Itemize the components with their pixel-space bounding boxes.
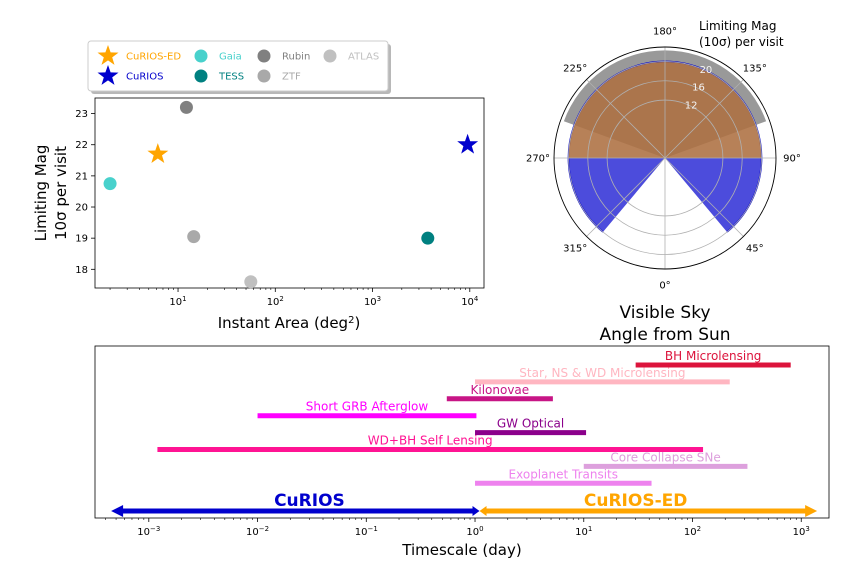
scatter-x-ticks: 101 102 103 104 <box>109 288 479 308</box>
polar-radial-title-line1: Limiting Mag <box>699 19 776 33</box>
scatter-points <box>103 100 479 289</box>
legend-gaia-label: Gaia <box>219 52 242 63</box>
polar-angle-label: 135° <box>743 64 767 75</box>
legend-curios-marker <box>97 65 119 85</box>
polar-grid-spoke <box>664 157 744 237</box>
polar-angle-label: 90° <box>783 154 801 165</box>
polar-angle-labels: 0° 45° 90° 135° 180° 225° 270° 315° <box>526 27 801 292</box>
point-rubin <box>179 100 193 114</box>
scatter-y-tick-label: 21 <box>75 171 88 182</box>
scatter-panel: 101 102 103 104 18 19 20 21 22 23 Instant Area (… <box>32 40 485 332</box>
scatter-x-tick-label: 103 <box>364 295 381 308</box>
timeline-x-ticks: 10−3 10−2 10−1 100 101 102 103 <box>105 518 810 538</box>
scatter-x-tick-label: 104 <box>461 295 479 308</box>
timeline-x-tick-label: 102 <box>684 525 701 538</box>
timeline-ranges: CuRIOS CuRIOS-ED <box>111 491 818 517</box>
scatter-frame <box>94 97 485 289</box>
legend-curios-label: CuRIOS <box>126 72 163 83</box>
timeline-range-curios-ed-arrow-right <box>805 505 818 517</box>
timeline-range-curios-label: CuRIOS <box>274 491 345 511</box>
scatter-y-label-line1: Limiting Mag <box>32 145 50 242</box>
point-curios-ed <box>147 143 169 163</box>
timeline-x-tick-label: 10−2 <box>246 525 269 538</box>
scatter-y-tick-label: 22 <box>75 140 88 151</box>
timeline-range-curios-arrow-left <box>111 505 124 517</box>
scatter-x-label: Instant Area (deg2) <box>218 314 361 332</box>
polar-radial-labels: 12 16 20 <box>685 65 713 112</box>
legend-gaia-marker <box>194 49 208 63</box>
polar-angle-label: 180° <box>653 27 677 38</box>
polar-panel: 12 16 20 0° 45° 90° 135° 180° 225° 270° 315° Limi… <box>526 19 801 345</box>
timeline-frame <box>94 345 830 519</box>
point-tess <box>421 231 435 245</box>
timeline-x-tick-label: 101 <box>575 525 592 538</box>
polar-title-line2: Angle from Sun <box>599 325 730 345</box>
timeline-bar-gw-optical-label: GW Optical <box>497 417 564 431</box>
polar-angle-label: 315° <box>563 243 587 254</box>
polar-title-line1: Visible Sky <box>619 303 710 323</box>
polar-grid-spoke <box>664 79 744 159</box>
point-ztf <box>187 230 201 244</box>
legend-ztf-label: ZTF <box>282 72 301 83</box>
legend-curios-ed-marker <box>97 45 119 65</box>
scatter-y-tick-label: 20 <box>75 203 88 214</box>
scatter-y-label-line2: 10σ per visit <box>52 146 70 240</box>
timeline-range-curios-ed-arrow-left <box>479 506 487 516</box>
scatter-y-ticks: 18 19 20 21 22 23 <box>75 109 95 276</box>
timeline-bar-core-collapse-sne-label: Core Collapse SNe <box>610 450 720 464</box>
scatter-x-tick-label: 102 <box>267 295 284 308</box>
point-atlas <box>244 275 258 289</box>
timeline-bar-wd-bh-self-lensing-label: WD+BH Self Lensing <box>368 434 493 448</box>
timeline-bar-star-ns-wd-microlensing-label: Star, NS & WD Microlensing <box>519 366 685 380</box>
polar-angle-label: 225° <box>563 64 587 75</box>
legend-atlas-label: ATLAS <box>348 52 379 63</box>
timeline-bar-kilonovae-label: Kilonovae <box>471 383 530 397</box>
legend-rubin-marker <box>257 49 271 63</box>
timeline-range-curios-arrow-right <box>472 506 480 516</box>
polar-radial-tick-label: 20 <box>700 65 713 76</box>
point-curios <box>457 133 479 154</box>
point-gaia <box>103 177 117 191</box>
scatter-y-tick-label: 23 <box>75 109 88 120</box>
legend-atlas-marker <box>323 49 337 63</box>
scatter-y-tick-label: 19 <box>75 234 88 245</box>
timeline-range-curios-ed-label: CuRIOS-ED <box>584 491 687 511</box>
polar-angle-label: 45° <box>746 243 764 254</box>
legend-ztf-marker <box>257 69 271 83</box>
scatter-x-tick-label: 101 <box>169 295 186 308</box>
polar-angle-label: 270° <box>526 154 550 165</box>
polar-radial-title-line2: (10σ) per visit <box>699 35 784 49</box>
timeline-x-label: Timescale (day) <box>401 541 521 559</box>
legend-curios-ed-label: CuRIOS-ED <box>126 52 181 63</box>
timeline-x-tick-label: 10−1 <box>355 525 378 538</box>
polar-grid-spoke <box>586 79 666 159</box>
timeline-bar-exoplanet-transits-label: Exoplanet Transits <box>509 467 618 481</box>
polar-angle-label: 0° <box>659 281 670 292</box>
timeline-bar-bh-microlensing-label: BH Microlensing <box>665 349 762 363</box>
polar-grid <box>553 46 777 270</box>
timeline-x-tick-label: 100 <box>466 525 483 538</box>
timeline-x-tick-label: 10−3 <box>137 525 160 538</box>
legend-rubin-label: Rubin <box>282 52 310 63</box>
timeline-x-tick-label: 103 <box>793 525 810 538</box>
legend-tess-label: TESS <box>218 72 244 83</box>
timeline-bar-short-grb-afterglow-label: Short GRB Afterglow <box>306 400 429 414</box>
polar-radial-tick-label: 16 <box>692 83 705 94</box>
polar-grid-spoke <box>586 157 666 237</box>
scatter-y-tick-label: 18 <box>75 265 88 276</box>
polar-radial-tick-label: 12 <box>685 100 698 111</box>
polar-outer-ring <box>553 46 777 270</box>
legend-tess-marker <box>194 69 208 83</box>
